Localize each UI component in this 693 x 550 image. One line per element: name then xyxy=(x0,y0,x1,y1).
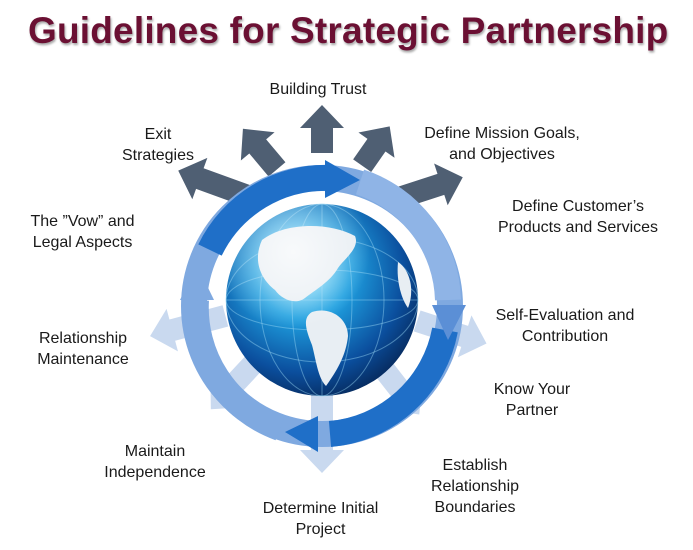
arrow-define-mission xyxy=(353,126,395,172)
label-maintain-independence: Maintain Independence xyxy=(104,443,206,481)
label-vow-legal: The ”Vow” and Legal Aspects xyxy=(30,213,135,251)
cycle-ring xyxy=(180,160,466,452)
label-establish-boundaries: Establish Relationship Boundaries xyxy=(430,457,520,516)
page-title: Guidelines for Strategic Partnership xyxy=(28,10,669,51)
arrow-exit-strategies xyxy=(240,128,286,177)
label-define-mission-goals: Define Mission Goals, and Objectives xyxy=(424,125,580,163)
label-determine-initial-project: Determine Initial Project xyxy=(262,500,379,538)
label-relationship-maintenance: Relationship Maintenance xyxy=(37,330,129,368)
label-know-your-partner: Know Your Partner xyxy=(493,381,571,419)
globe-icon xyxy=(225,203,419,397)
label-define-customer-products: Define Customer’s Products and Services xyxy=(497,198,659,236)
arrow-building-trust xyxy=(300,105,344,153)
label-exit-strategies: Exit Strategies xyxy=(121,126,195,164)
label-self-evaluation: Self-Evaluation and Contribution xyxy=(495,307,635,345)
label-building-trust: Building Trust xyxy=(269,81,367,98)
